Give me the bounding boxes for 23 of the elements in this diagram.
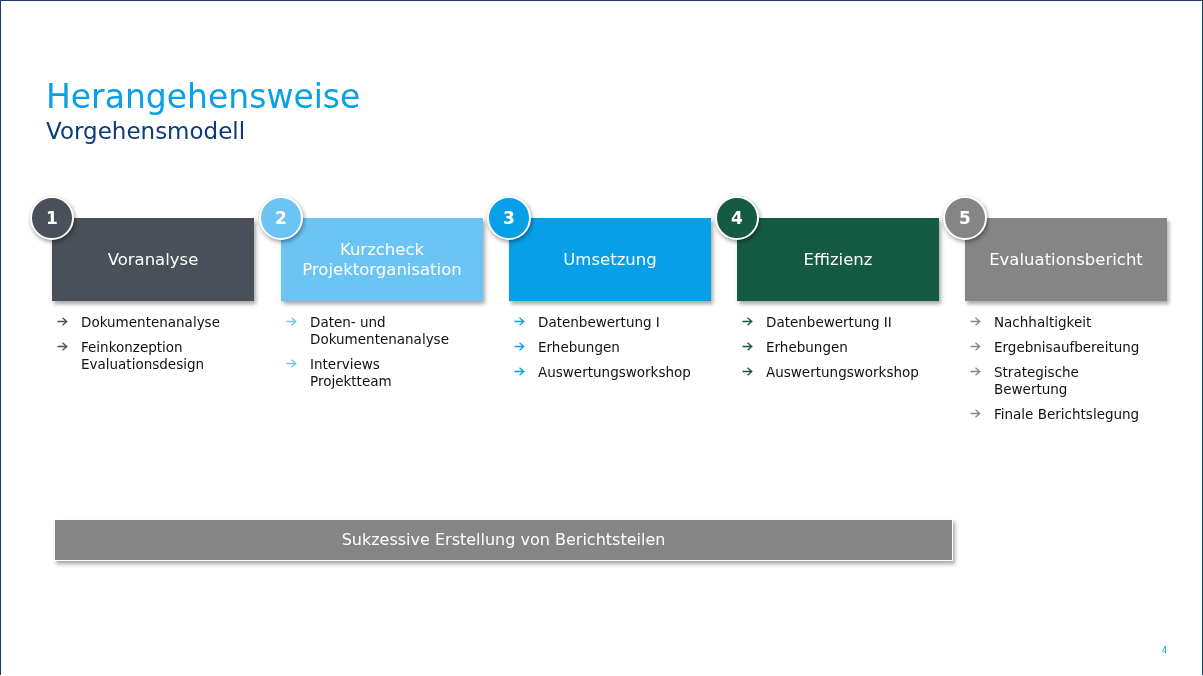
step-number-circle: 3	[487, 196, 531, 240]
step-number-circle: 1	[30, 196, 74, 240]
bullet-text: Finale Berichtslegung	[994, 406, 1141, 423]
bullet-text: Erhebungen	[766, 339, 849, 356]
bullet-text: Auswertungsworkshop	[766, 364, 916, 381]
bullet-text: Feinkonzeption Evaluationsdesign	[81, 339, 206, 373]
bullet-text: Strategische Bewertung	[994, 364, 1080, 398]
step-number-circle: 2	[259, 196, 303, 240]
bullet-text: Dokumentenanalyse	[81, 314, 221, 331]
summary-bar: Sukzessive Erstellung von Berichtsteilen	[54, 519, 953, 561]
bullet-text: Interviews Projektteam	[310, 356, 393, 390]
title: Herangehensweise	[46, 78, 361, 116]
bullet-text: Datenbewertung II	[766, 314, 893, 331]
bullet-text: Ergebnisaufbereitung	[994, 339, 1141, 356]
step-number-circle: 4	[715, 196, 759, 240]
bullet-text: Datenbewertung I	[538, 314, 661, 331]
bullet-text: Nachhaltigkeit	[994, 314, 1093, 331]
bullet-text: Erhebungen	[538, 339, 621, 356]
bullet-text: Auswertungsworkshop	[538, 364, 688, 381]
step-number-circle: 5	[943, 196, 987, 240]
page-number: 4	[1162, 646, 1168, 655]
bullet-text: Daten- und Dokumentenanalyse	[310, 314, 450, 348]
subtitle: Vorgehensmodell	[46, 117, 246, 145]
